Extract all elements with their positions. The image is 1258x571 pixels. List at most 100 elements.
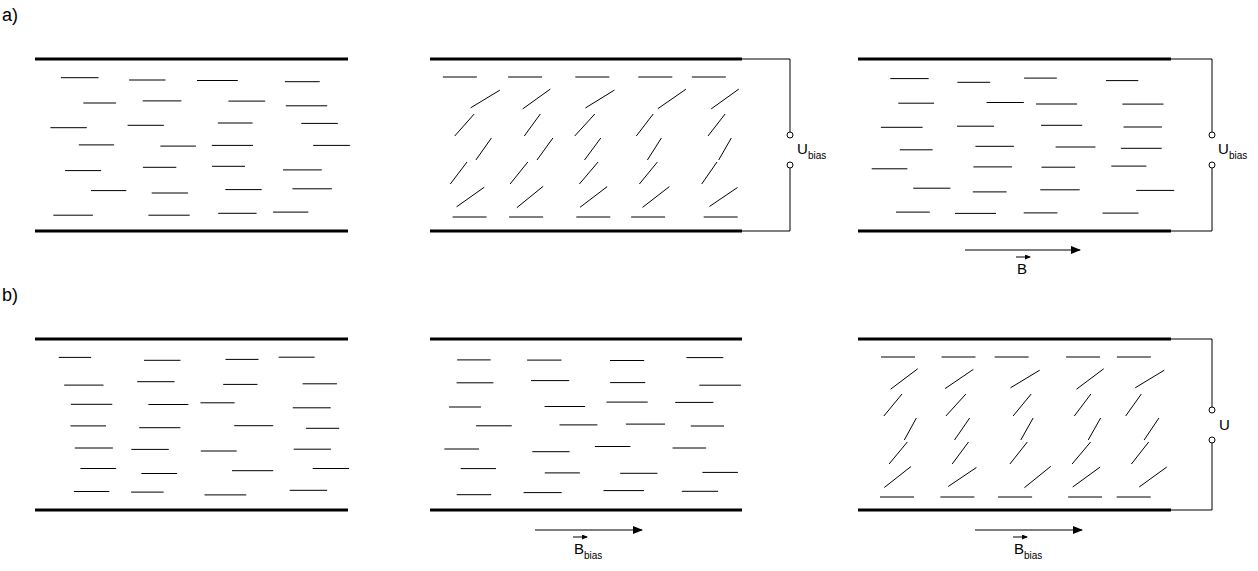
molecule: [942, 357, 976, 358]
subscript: bias: [1024, 551, 1042, 561]
molecule: [1013, 394, 1031, 416]
molecule: [524, 492, 562, 493]
molecule: [141, 473, 177, 474]
molecule: [1126, 394, 1142, 416]
molecule: [212, 145, 253, 146]
molecule: [719, 138, 732, 160]
molecule: [626, 424, 665, 425]
molecule: [537, 138, 553, 160]
molecule: [148, 404, 188, 405]
molecule: [884, 394, 902, 416]
molecule: [940, 497, 974, 498]
molecule: [294, 449, 331, 450]
molecule: [1144, 418, 1159, 440]
molecule: [890, 78, 928, 79]
molecule: [285, 81, 320, 82]
molecule: [610, 360, 644, 361]
molecule: [450, 162, 467, 184]
molecule: [455, 114, 475, 136]
molecule: [201, 402, 235, 403]
molecule: [973, 191, 1007, 192]
molecule: [631, 217, 665, 218]
molecule: [53, 215, 93, 216]
molecule: [471, 90, 500, 108]
molecule: [711, 89, 739, 109]
molecule: [708, 114, 725, 136]
molecule: [995, 357, 1029, 358]
molecule: [523, 89, 551, 109]
molecule: [1036, 104, 1077, 105]
molecule: [675, 402, 713, 403]
molecule: [643, 187, 670, 208]
molecule: [1042, 167, 1076, 168]
molecule: [1068, 497, 1102, 498]
molecule: [80, 468, 116, 469]
molecule: [212, 166, 245, 167]
molecule: [293, 407, 331, 408]
molecule: [64, 385, 103, 386]
molecule: [228, 101, 265, 102]
molecule: [232, 470, 273, 471]
molecule: [143, 100, 182, 101]
molecule: [129, 80, 165, 81]
molecule: [586, 90, 615, 108]
molecule: [59, 357, 91, 358]
molecule: [709, 188, 737, 207]
molecule: [283, 169, 322, 170]
molecule: [1077, 369, 1104, 389]
molecule: [286, 105, 327, 106]
field-symbol: B: [1017, 261, 1027, 276]
molecule: [1072, 442, 1091, 464]
field-arrows: [535, 250, 1082, 537]
molecule: [880, 497, 914, 498]
molecule: [509, 217, 543, 218]
molecule: [279, 357, 315, 358]
molecule: [585, 138, 601, 160]
molecule: [692, 77, 726, 78]
molecule: [1111, 166, 1146, 167]
molecule: [143, 167, 176, 168]
molecule: [74, 491, 110, 492]
molecule: [889, 442, 907, 464]
molecule: [313, 145, 350, 146]
liquid-crystal-molecules: [50, 77, 1174, 497]
molecule: [957, 126, 994, 127]
molecule: [527, 360, 561, 361]
voltage-symbol: U: [797, 141, 808, 156]
molecule: [461, 468, 496, 469]
molecule: [476, 425, 512, 426]
molecule: [1121, 148, 1162, 149]
molecule: [913, 188, 950, 189]
molecule: [137, 381, 174, 382]
molecule: [896, 212, 930, 213]
molecule: [904, 418, 916, 440]
molecule: [457, 382, 494, 383]
molecule: [704, 217, 738, 218]
molecule: [1021, 418, 1033, 440]
molecule: [128, 125, 164, 126]
molecule: [576, 217, 610, 218]
molecule: [1088, 418, 1100, 440]
molecule: [884, 467, 911, 488]
molecule: [699, 385, 741, 386]
panel-label: a): [2, 6, 18, 24]
molecule: [1136, 190, 1174, 191]
molecule: [292, 188, 331, 189]
molecule: [948, 468, 976, 487]
voltage-symbol: U: [1218, 141, 1229, 156]
molecule: [225, 189, 261, 190]
electrode-plates: [35, 59, 1171, 510]
molecule: [453, 217, 487, 218]
molecule: [444, 449, 479, 450]
molecule: [1024, 212, 1058, 213]
molecule: [508, 77, 542, 78]
molecule: [975, 146, 1014, 147]
molecule: [604, 490, 645, 491]
molecule: [1011, 370, 1040, 388]
molecule: [610, 382, 645, 383]
molecule: [1074, 394, 1091, 416]
molecule: [1117, 497, 1151, 498]
subscript: bias: [808, 151, 826, 161]
molecule: [946, 394, 966, 416]
molecule: [638, 77, 672, 78]
